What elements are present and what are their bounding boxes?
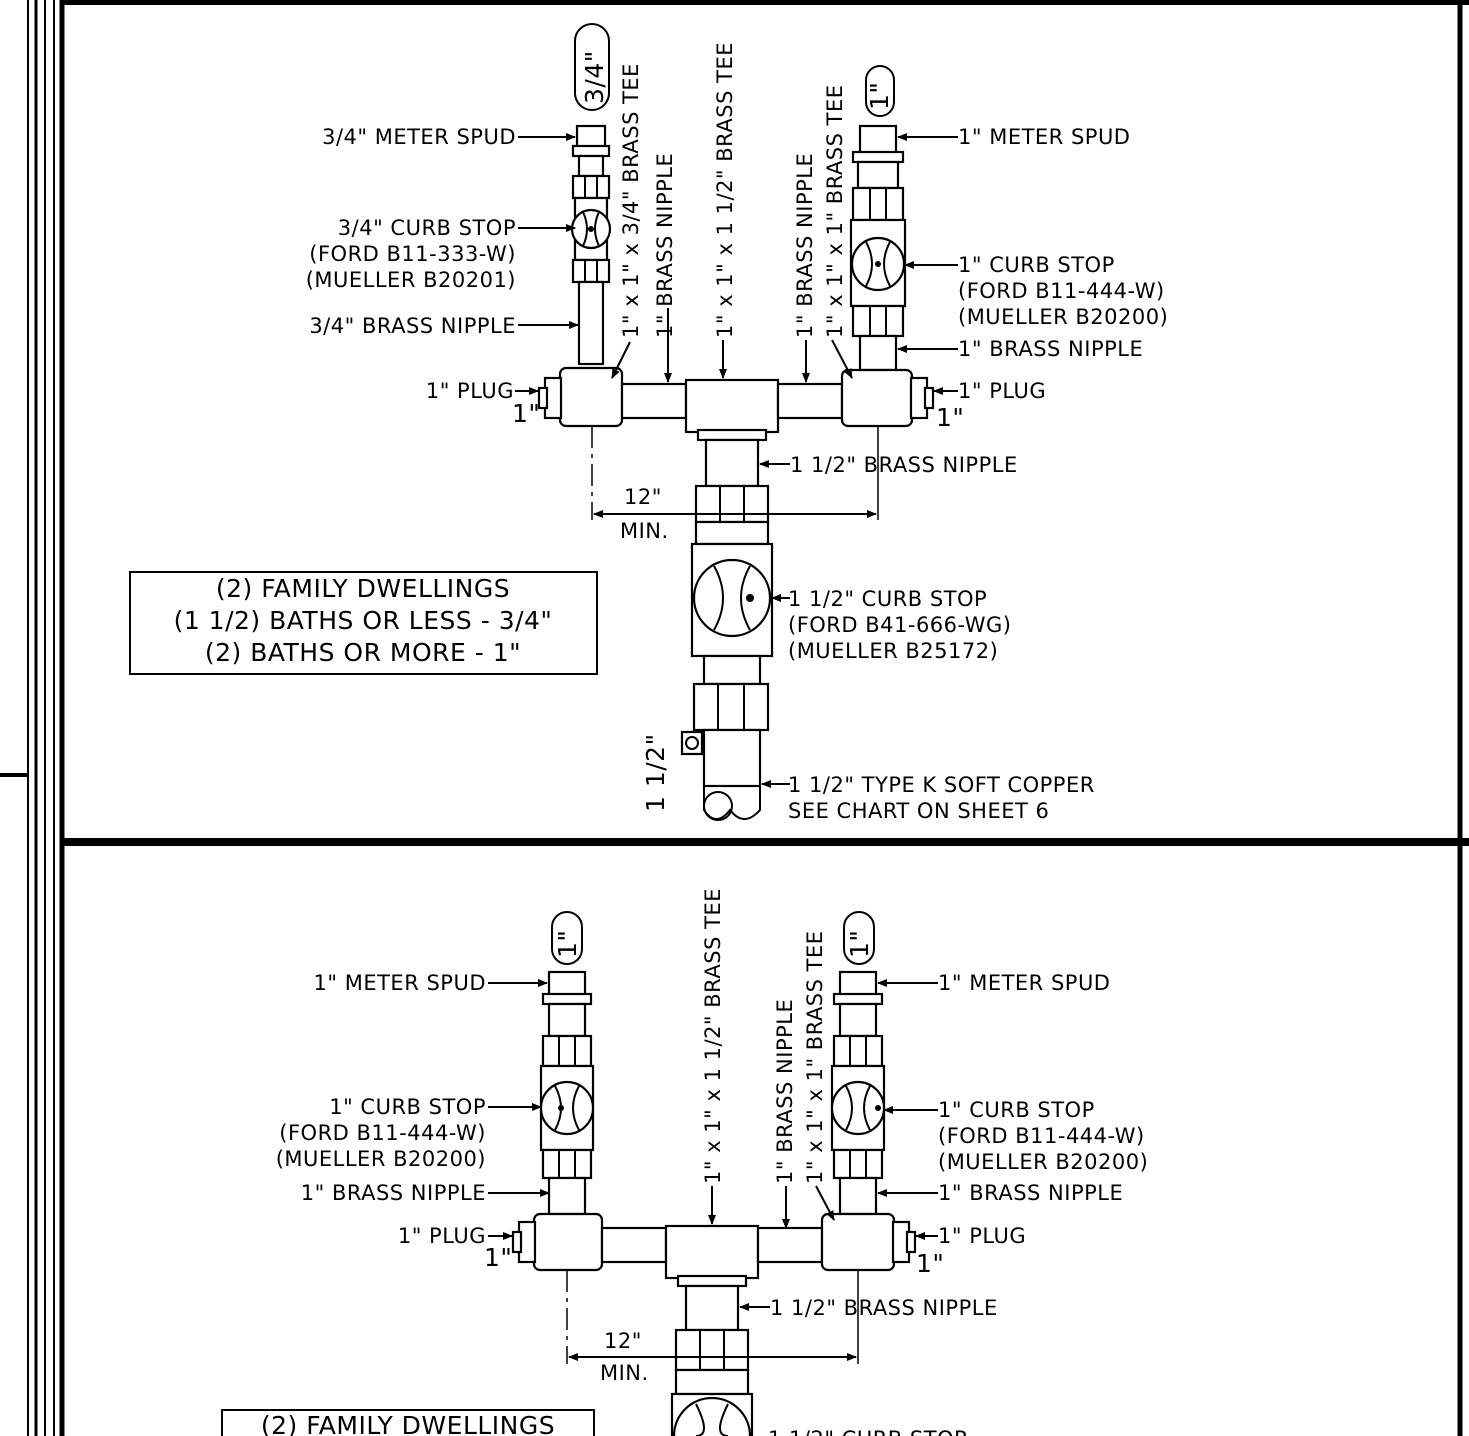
top-right-meter-spud-shape — [858, 124, 898, 156]
top-right-plug-size: 1" — [936, 403, 964, 432]
bottom-right-tee-label: 1" x 1" x 1" BRASS TEE — [803, 930, 827, 1184]
bottom-right-meter-spud-label: 1" METER SPUD — [938, 971, 1110, 995]
top-left-meter-spud-label: 3/4" METER SPUD — [322, 125, 516, 149]
bottom-main-nipple-label: 1 1/2" BRASS NIPPLE — [770, 1296, 998, 1320]
top-center-tee — [684, 378, 780, 434]
bottom-note-box — [221, 1409, 595, 1436]
top-main-curb-mueller-label: (MUELLER B25172) — [788, 639, 998, 663]
bottom-right-nipple-label: 1" BRASS NIPPLE — [938, 1181, 1123, 1205]
top-dim-value: 12" — [624, 485, 662, 509]
top-right-curb-ford-label: (FORD B11-444-W) — [958, 279, 1165, 303]
bottom-left-curb-ford-label: (FORD B11-444-W) — [279, 1121, 486, 1145]
bottom-left-size-tag: 1" — [553, 930, 582, 958]
bottom-left-tee — [532, 1212, 604, 1272]
top-note-line-1: (2) FAMILY DWELLINGS — [216, 574, 510, 603]
top-copper-label-2: SEE CHART ON SHEET 6 — [788, 799, 1049, 823]
top-left-brass-nipple-shape — [577, 280, 605, 366]
bottom-right-curb-ford-label: (FORD B11-444-W) — [938, 1124, 1145, 1148]
top-right-meter-spud-label: 1" METER SPUD — [958, 125, 1130, 149]
top-main-curb-stop-label: 1 1/2" CURB STOP — [788, 587, 987, 611]
bottom-main-curb-stop-label: 1 1/2" CURB STOP — [768, 1427, 967, 1436]
top-main-line — [680, 438, 774, 821]
top-left-curb-stop-label: 3/4" CURB STOP — [338, 216, 516, 240]
top-left-riser — [570, 124, 612, 366]
top-note-line-2: (1 1/2) BATHS OR LESS - 3/4" — [174, 606, 553, 635]
top-right-h-nipple-label: 1" BRASS NIPPLE — [793, 153, 817, 338]
bottom-left-meter-spud-label: 1" METER SPUD — [314, 971, 486, 995]
top-main-curb-ford-label: (FORD B41-666-WG) — [788, 613, 1011, 637]
top-service-size: 1 1/2" — [641, 733, 670, 812]
top-left-plug-label: 1" PLUG — [426, 379, 514, 403]
bottom-right-h-nipple-label: 1" BRASS NIPPLE — [773, 999, 797, 1184]
bottom-left-nipple-label: 1" BRASS NIPPLE — [301, 1181, 486, 1205]
bottom-left-curb-mueller-label: (MUELLER B20200) — [276, 1147, 486, 1171]
bottom-detail: 1" METER SPUD 1" CURB STOP (FORD B11-444… — [221, 888, 1148, 1436]
top-note-box — [129, 571, 598, 675]
bottom-main-curb-stop-valve — [672, 1396, 752, 1436]
top-left-nipple-label: 3/4" BRASS NIPPLE — [309, 314, 516, 338]
top-right-curb-mueller-label: (MUELLER B20200) — [958, 305, 1168, 329]
bottom-right-curb-mueller-label: (MUELLER B20200) — [938, 1150, 1148, 1174]
top-main-curb-stop-valve — [692, 558, 772, 638]
top-left-meter-spud-shape — [575, 124, 607, 150]
bottom-left-plug-size: 1" — [484, 1243, 512, 1272]
bottom-right-riser — [830, 970, 886, 1216]
bottom-dim-min: MIN. — [600, 1361, 649, 1385]
top-left-h-nipple-label: 1" BRASS NIPPLE — [653, 153, 677, 338]
bottom-left-plug-label: 1" PLUG — [398, 1224, 486, 1248]
top-left-tee-label: 1" x 1" x 3/4" BRASS TEE — [619, 63, 643, 338]
top-copper-label-1: 1 1/2" TYPE K SOFT COPPER — [788, 773, 1095, 797]
top-left-union — [571, 174, 611, 200]
bottom-right-tee — [820, 1212, 896, 1272]
bottom-center-tee-label: 1" x 1" x 1 1/2" BRASS TEE — [701, 888, 725, 1184]
bottom-left-curb-stop-label: 1" CURB STOP — [329, 1095, 486, 1119]
top-left-plug-size: 1" — [512, 399, 540, 428]
top-detail: 3/4" METER SPUD 3/4" CURB STOP (FORD B11… — [129, 23, 1168, 823]
top-left-curb-ford-label: (FORD B11-333-W) — [309, 242, 516, 266]
top-note-line-3: (2) BATHS OR MORE - 1" — [205, 638, 521, 667]
bottom-right-plug-label: 1" PLUG — [938, 1224, 1026, 1248]
top-copper-pipe — [702, 728, 762, 788]
bottom-right-size-tag: 1" — [845, 930, 874, 958]
top-left-size-tag: 3/4" — [580, 50, 609, 104]
top-dim-min: MIN. — [620, 519, 669, 543]
bottom-left-curb-stop-valve — [539, 1080, 595, 1136]
bottom-center-tee — [664, 1224, 760, 1280]
bottom-note-line-1: (2) FAMILY DWELLINGS — [261, 1411, 555, 1436]
top-right-tee-label: 1" x 1" x 1" BRASS TEE — [823, 84, 847, 338]
top-right-plug-label: 1" PLUG — [958, 379, 1046, 403]
bottom-right-curb-stop-label: 1" CURB STOP — [938, 1098, 1095, 1122]
top-right-curb-stop-label: 1" CURB STOP — [958, 253, 1115, 277]
top-right-size-tag: 1" — [865, 82, 894, 110]
bottom-left-riser — [539, 970, 595, 1216]
top-main-nipple-label: 1 1/2" BRASS NIPPLE — [790, 453, 1018, 477]
top-right-riser — [849, 124, 907, 372]
bottom-right-plug-size: 1" — [916, 1249, 944, 1278]
top-left-size-tag-shape — [574, 23, 610, 111]
top-right-nipple-label: 1" BRASS NIPPLE — [958, 337, 1143, 361]
bottom-dim-value: 12" — [604, 1329, 642, 1353]
top-right-size-tag-shape — [865, 65, 895, 117]
top-left-curb-mueller-label: (MUELLER B20201) — [306, 268, 516, 292]
top-center-tee-label: 1" x 1" x 1 1/2" BRASS TEE — [713, 42, 737, 338]
top-right-tee — [840, 368, 914, 428]
